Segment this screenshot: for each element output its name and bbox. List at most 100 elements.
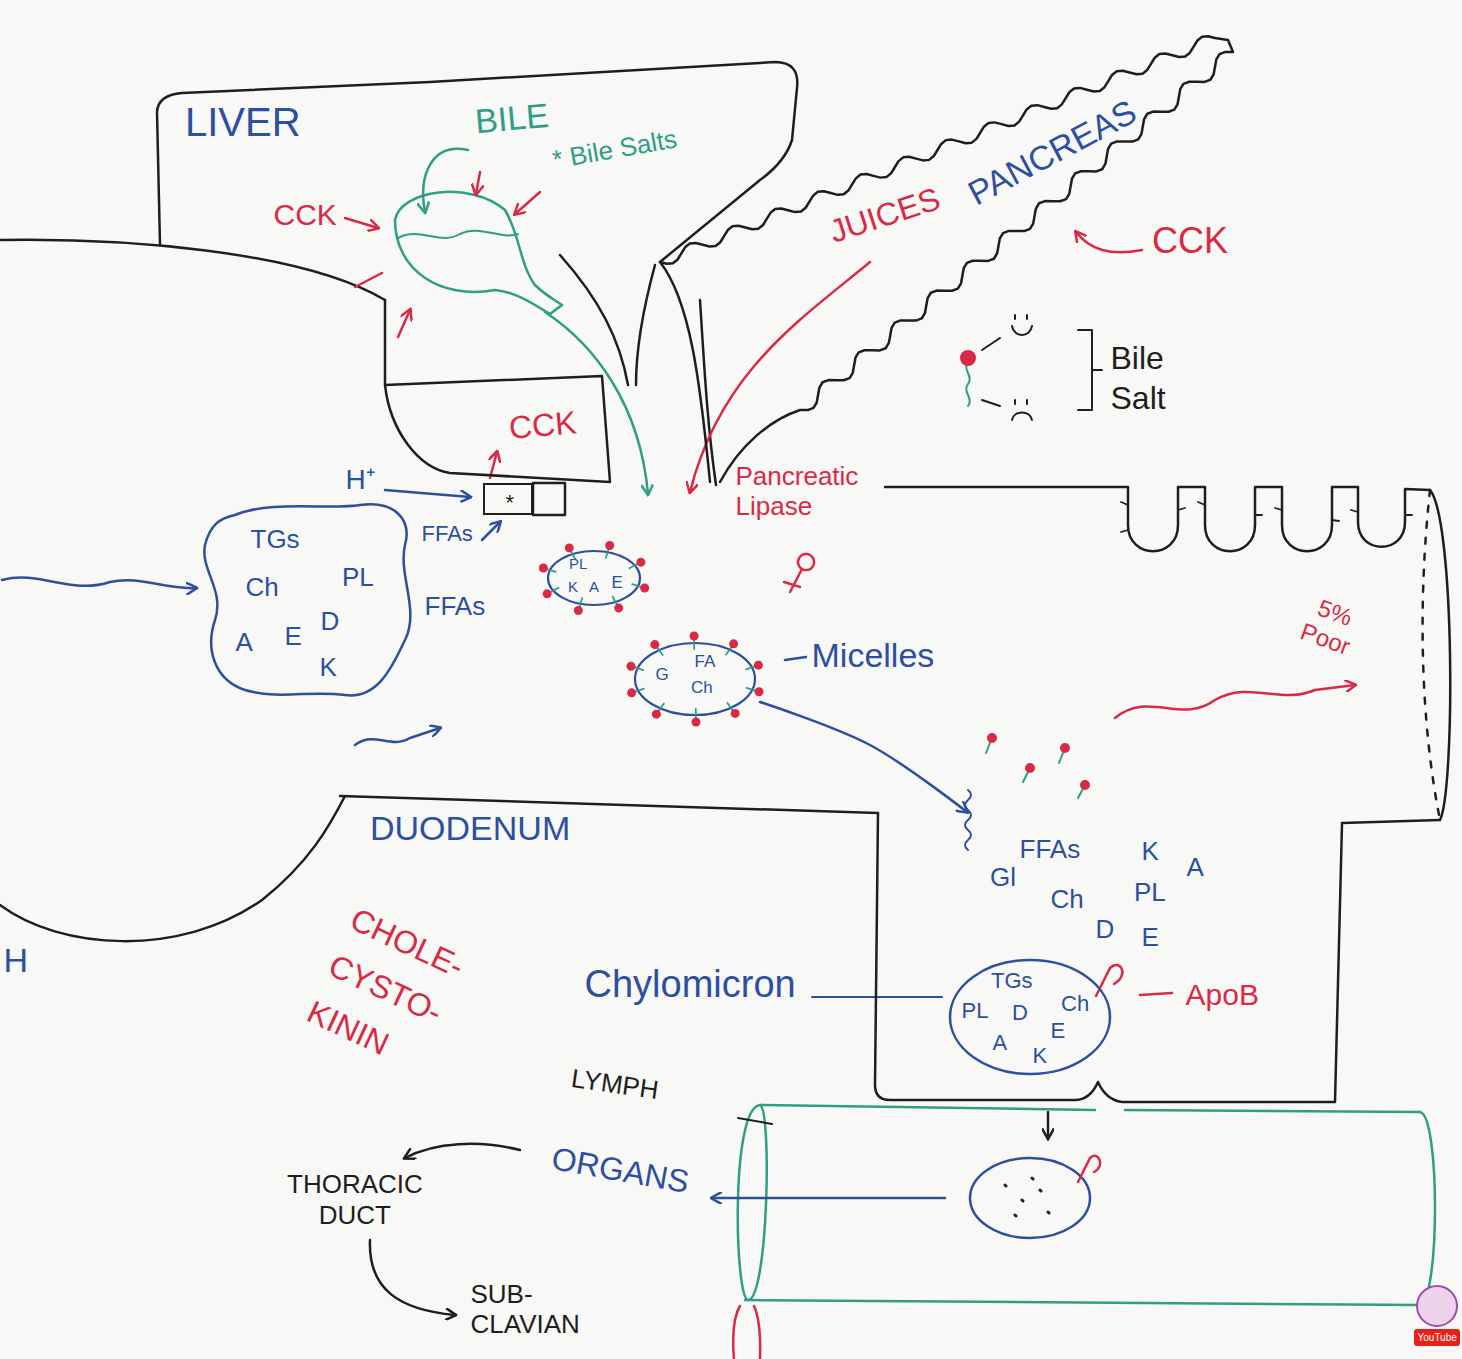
stomach-outline [0, 796, 345, 941]
bile-salt-arrow [476, 172, 480, 194]
bile-salt-head [626, 662, 635, 671]
node-text: K [1033, 1043, 1048, 1068]
node-text: TGs [251, 525, 300, 555]
bile-salt-tail [986, 738, 1085, 798]
node-text: Gl [990, 863, 1016, 893]
label-text: FFAs [422, 521, 473, 546]
lipase-symbol [784, 554, 814, 592]
label-text: Micelles [812, 636, 935, 675]
node-text: E [1142, 923, 1159, 953]
node-text: E [285, 622, 302, 652]
bile-salt-head [960, 350, 976, 366]
node-text: A [236, 628, 253, 658]
label-text: BILE [473, 95, 550, 140]
cck-arrow [1076, 232, 1142, 252]
bile-salt-head [539, 563, 548, 572]
node-text: Ch [1051, 885, 1084, 915]
label-text: ApoB [1186, 978, 1259, 1013]
lymph-vessel-end [1420, 1112, 1435, 1305]
transport-arrow [712, 1197, 945, 1200]
stomach-outline [0, 240, 385, 300]
duodenum-end [1423, 490, 1440, 820]
bile-salt-tail [635, 689, 644, 692]
node-text: Ch [691, 678, 713, 698]
bile-salt-tail [547, 569, 556, 572]
bile-salt-tail [659, 704, 664, 711]
lymph-vessel [745, 1105, 1420, 1305]
label-text: 5% Poor [1297, 590, 1364, 659]
lymph-vessel-end [738, 1105, 767, 1300]
node-text: Ch [1061, 991, 1089, 1016]
bile-arrow [423, 149, 468, 212]
label-text: Bile Salt [1111, 338, 1166, 418]
micelle: PLKAE [540, 543, 648, 613]
node-text: G [656, 665, 669, 685]
excretion-arrow [1115, 685, 1355, 718]
pancreas-outline [660, 36, 1233, 482]
duodenum-end [1430, 490, 1450, 820]
apob-mark [1096, 965, 1122, 996]
node-text: A [589, 578, 599, 595]
bile-salt-tail [657, 648, 662, 655]
label-text: H [4, 941, 29, 980]
bile-salt-head [565, 543, 574, 552]
bile-flow-arrow [545, 312, 648, 494]
node-text: D [1096, 915, 1115, 945]
bile-salt-tail [693, 640, 695, 649]
leader-line [1140, 993, 1172, 995]
leader-line [738, 1118, 772, 1124]
node-outline [200, 500, 415, 705]
label-text: Chylomicron [585, 963, 796, 1007]
chylomicron-in-lymph [970, 1158, 1090, 1238]
node-text: PL [342, 563, 374, 593]
bile-salt-head [636, 558, 645, 567]
fat-droplet: TGsPLChDAEK [200, 500, 415, 705]
micelle: G FA Ch [630, 638, 760, 720]
microvilli-hairs [1121, 502, 1412, 532]
label-text: CHOLE- CYSTO- KININ [298, 895, 472, 1085]
bile-level [398, 231, 518, 238]
node-text: D [321, 607, 340, 637]
node-text: E [1051, 1018, 1066, 1043]
node-text: FA [695, 652, 716, 672]
lipid-dots [1005, 1178, 1049, 1216]
node-text: PL [569, 555, 587, 572]
chyme-arrow [2, 578, 196, 589]
leader-line [785, 657, 806, 660]
duodenal-cell [533, 483, 565, 515]
micelle-outline [548, 551, 640, 605]
transport-arrow [760, 702, 967, 812]
bile-salt-head [755, 687, 764, 696]
micelle-outline [635, 643, 755, 715]
node-text: * [506, 490, 515, 515]
bile-salt-head [614, 604, 623, 613]
node-text: A [993, 1030, 1008, 1055]
bile-duct [560, 255, 716, 485]
bile-salt-tail [695, 709, 697, 718]
node-text: E [612, 573, 623, 593]
node-text: A [1187, 853, 1204, 883]
cck-arrow [355, 273, 410, 337]
bile-salt-head [650, 640, 659, 649]
bile-salt-head [605, 541, 614, 550]
bile-salt-head [652, 710, 661, 719]
enterocyte-outline [875, 813, 1342, 1102]
flow-arrow [370, 1240, 455, 1315]
liver-outline [157, 62, 797, 482]
label-text: ORGANS [548, 1140, 691, 1200]
node-text: TGs [991, 968, 1033, 993]
fatty-acid-arrow [482, 522, 500, 540]
bile-salt-head [987, 733, 1090, 790]
bile-salt-head [729, 639, 738, 648]
label-text: Pancreatic Lipase [736, 462, 859, 522]
node-text: K [1142, 837, 1159, 867]
bile-salt-tail [632, 584, 641, 587]
droplet-outline [204, 504, 410, 695]
node-outline [875, 812, 1343, 1104]
bile-salt-head [690, 632, 699, 641]
i-cell-box: * [483, 483, 533, 515]
chylomicron: TGsChPLDEAK [948, 958, 1113, 1078]
node-text: FFAs [1020, 835, 1081, 865]
label-text: YouTube [1418, 1332, 1457, 1344]
